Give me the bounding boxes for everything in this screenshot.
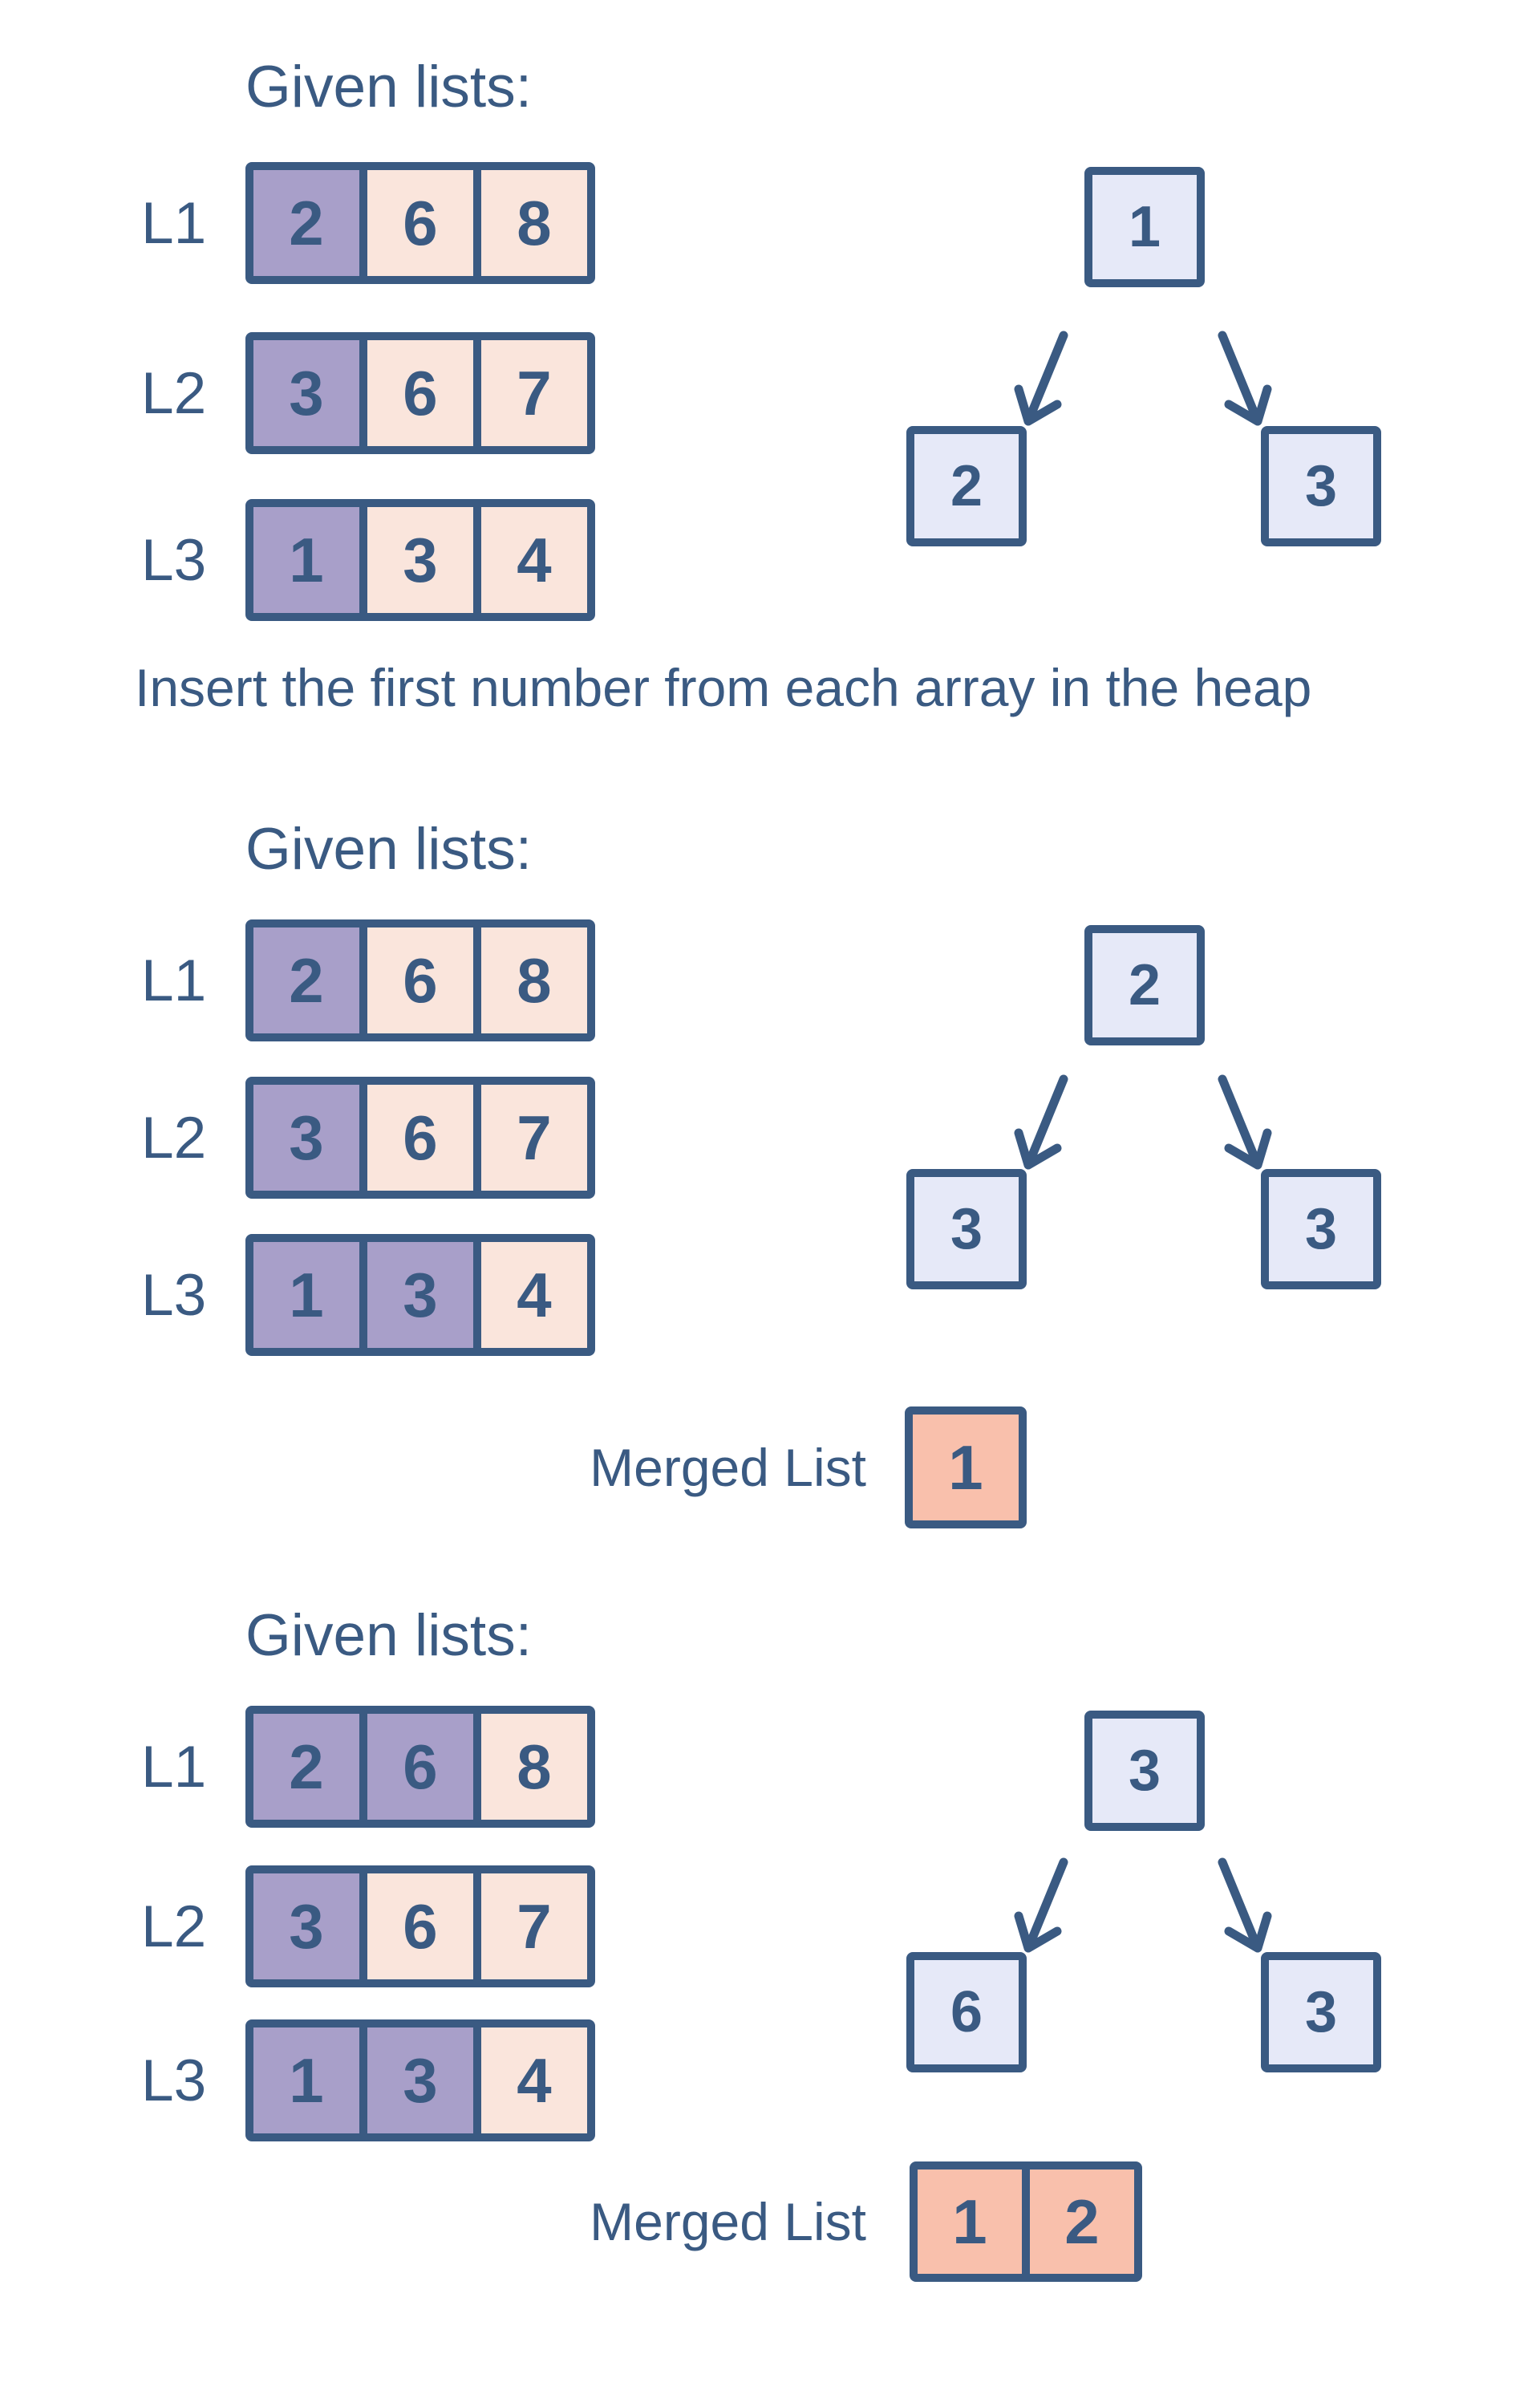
list-row-l2: 3 6 7 bbox=[245, 1077, 595, 1199]
list-cell: 4 bbox=[473, 507, 587, 613]
list-cell: 6 bbox=[359, 1714, 473, 1820]
merged-list-cell: 1 bbox=[913, 1415, 1019, 1520]
list-cell: 6 bbox=[359, 927, 473, 1033]
list-label-l3: L3 bbox=[141, 1262, 207, 1328]
list-cell: 3 bbox=[253, 340, 359, 446]
merged-list-cell: 1 bbox=[918, 2170, 1022, 2274]
list-cell: 2 bbox=[253, 927, 359, 1033]
given-lists-title: Given lists: bbox=[245, 1603, 532, 1668]
list-cell: 6 bbox=[359, 1085, 473, 1191]
list-label-l3: L3 bbox=[141, 2048, 207, 2113]
merged-list-label: Merged List bbox=[590, 2192, 866, 2251]
list-cell: 2 bbox=[253, 170, 359, 276]
merged-list-row: 1 bbox=[905, 1406, 1027, 1528]
list-cell: 7 bbox=[473, 1085, 587, 1191]
heap-left-child-node: 2 bbox=[906, 426, 1027, 546]
heap-right-child-node: 3 bbox=[1261, 1952, 1381, 2072]
panel-step-1: Given lists: L1 2 6 8 L2 3 6 7 L3 1 3 4 … bbox=[0, 0, 1540, 770]
list-row-l3: 1 3 4 bbox=[245, 499, 595, 621]
given-lists-title: Given lists: bbox=[245, 817, 532, 882]
list-cell: 8 bbox=[473, 1714, 587, 1820]
list-cell: 3 bbox=[359, 1242, 473, 1348]
heap-root-node: 3 bbox=[1084, 1711, 1205, 1831]
list-cell: 1 bbox=[253, 2027, 359, 2133]
list-label-l2: L2 bbox=[141, 1105, 207, 1171]
list-cell: 7 bbox=[473, 340, 587, 446]
arrow-down-right-icon bbox=[1218, 1857, 1272, 1953]
list-cell: 8 bbox=[473, 170, 587, 276]
heap-right-child-node: 3 bbox=[1261, 426, 1381, 546]
list-row-l1: 2 6 8 bbox=[245, 162, 595, 284]
list-label-l3: L3 bbox=[141, 527, 207, 593]
arrow-down-left-icon bbox=[1014, 1074, 1068, 1170]
list-cell: 6 bbox=[359, 1873, 473, 1979]
list-label-l1: L1 bbox=[141, 190, 207, 256]
list-row-l3: 1 3 4 bbox=[245, 2019, 595, 2141]
list-row-l2: 3 6 7 bbox=[245, 332, 595, 454]
merged-list-row: 1 2 bbox=[910, 2161, 1142, 2282]
list-row-l2: 3 6 7 bbox=[245, 1865, 595, 1987]
heap-root-node: 2 bbox=[1084, 925, 1205, 1045]
list-label-l2: L2 bbox=[141, 360, 207, 426]
heap-right-child-node: 3 bbox=[1261, 1169, 1381, 1289]
list-row-l1: 2 6 8 bbox=[245, 1706, 595, 1828]
list-row-l3: 1 3 4 bbox=[245, 1234, 595, 1356]
list-cell: 3 bbox=[359, 507, 473, 613]
heap-root-node: 1 bbox=[1084, 167, 1205, 287]
list-cell: 8 bbox=[473, 927, 587, 1033]
merged-list-label: Merged List bbox=[590, 1438, 866, 1497]
list-row-l1: 2 6 8 bbox=[245, 919, 595, 1041]
list-cell: 4 bbox=[473, 1242, 587, 1348]
list-cell: 7 bbox=[473, 1873, 587, 1979]
panel-step-2: Given lists: L1 2 6 8 L2 3 6 7 L3 1 3 4 … bbox=[0, 770, 1540, 1589]
list-cell: 3 bbox=[253, 1085, 359, 1191]
arrow-down-left-icon bbox=[1014, 1857, 1068, 1953]
list-cell: 1 bbox=[253, 1242, 359, 1348]
arrow-down-right-icon bbox=[1218, 331, 1272, 426]
list-cell: 3 bbox=[359, 2027, 473, 2133]
step-caption: Insert the first number from each array … bbox=[135, 658, 1312, 717]
list-cell: 1 bbox=[253, 507, 359, 613]
panel-step-3: Given lists: L1 2 6 8 L2 3 6 7 L3 1 3 4 … bbox=[0, 1589, 1540, 2407]
list-cell: 6 bbox=[359, 170, 473, 276]
list-cell: 2 bbox=[253, 1714, 359, 1820]
arrow-down-right-icon bbox=[1218, 1074, 1272, 1170]
list-label-l2: L2 bbox=[141, 1894, 207, 1959]
list-cell: 6 bbox=[359, 340, 473, 446]
merged-list-cell: 2 bbox=[1022, 2170, 1134, 2274]
list-label-l1: L1 bbox=[141, 1734, 207, 1800]
heap-left-child-node: 6 bbox=[906, 1952, 1027, 2072]
arrow-down-left-icon bbox=[1014, 331, 1068, 426]
list-label-l1: L1 bbox=[141, 948, 207, 1013]
list-cell: 3 bbox=[253, 1873, 359, 1979]
list-cell: 4 bbox=[473, 2027, 587, 2133]
given-lists-title: Given lists: bbox=[245, 55, 532, 120]
heap-left-child-node: 3 bbox=[906, 1169, 1027, 1289]
